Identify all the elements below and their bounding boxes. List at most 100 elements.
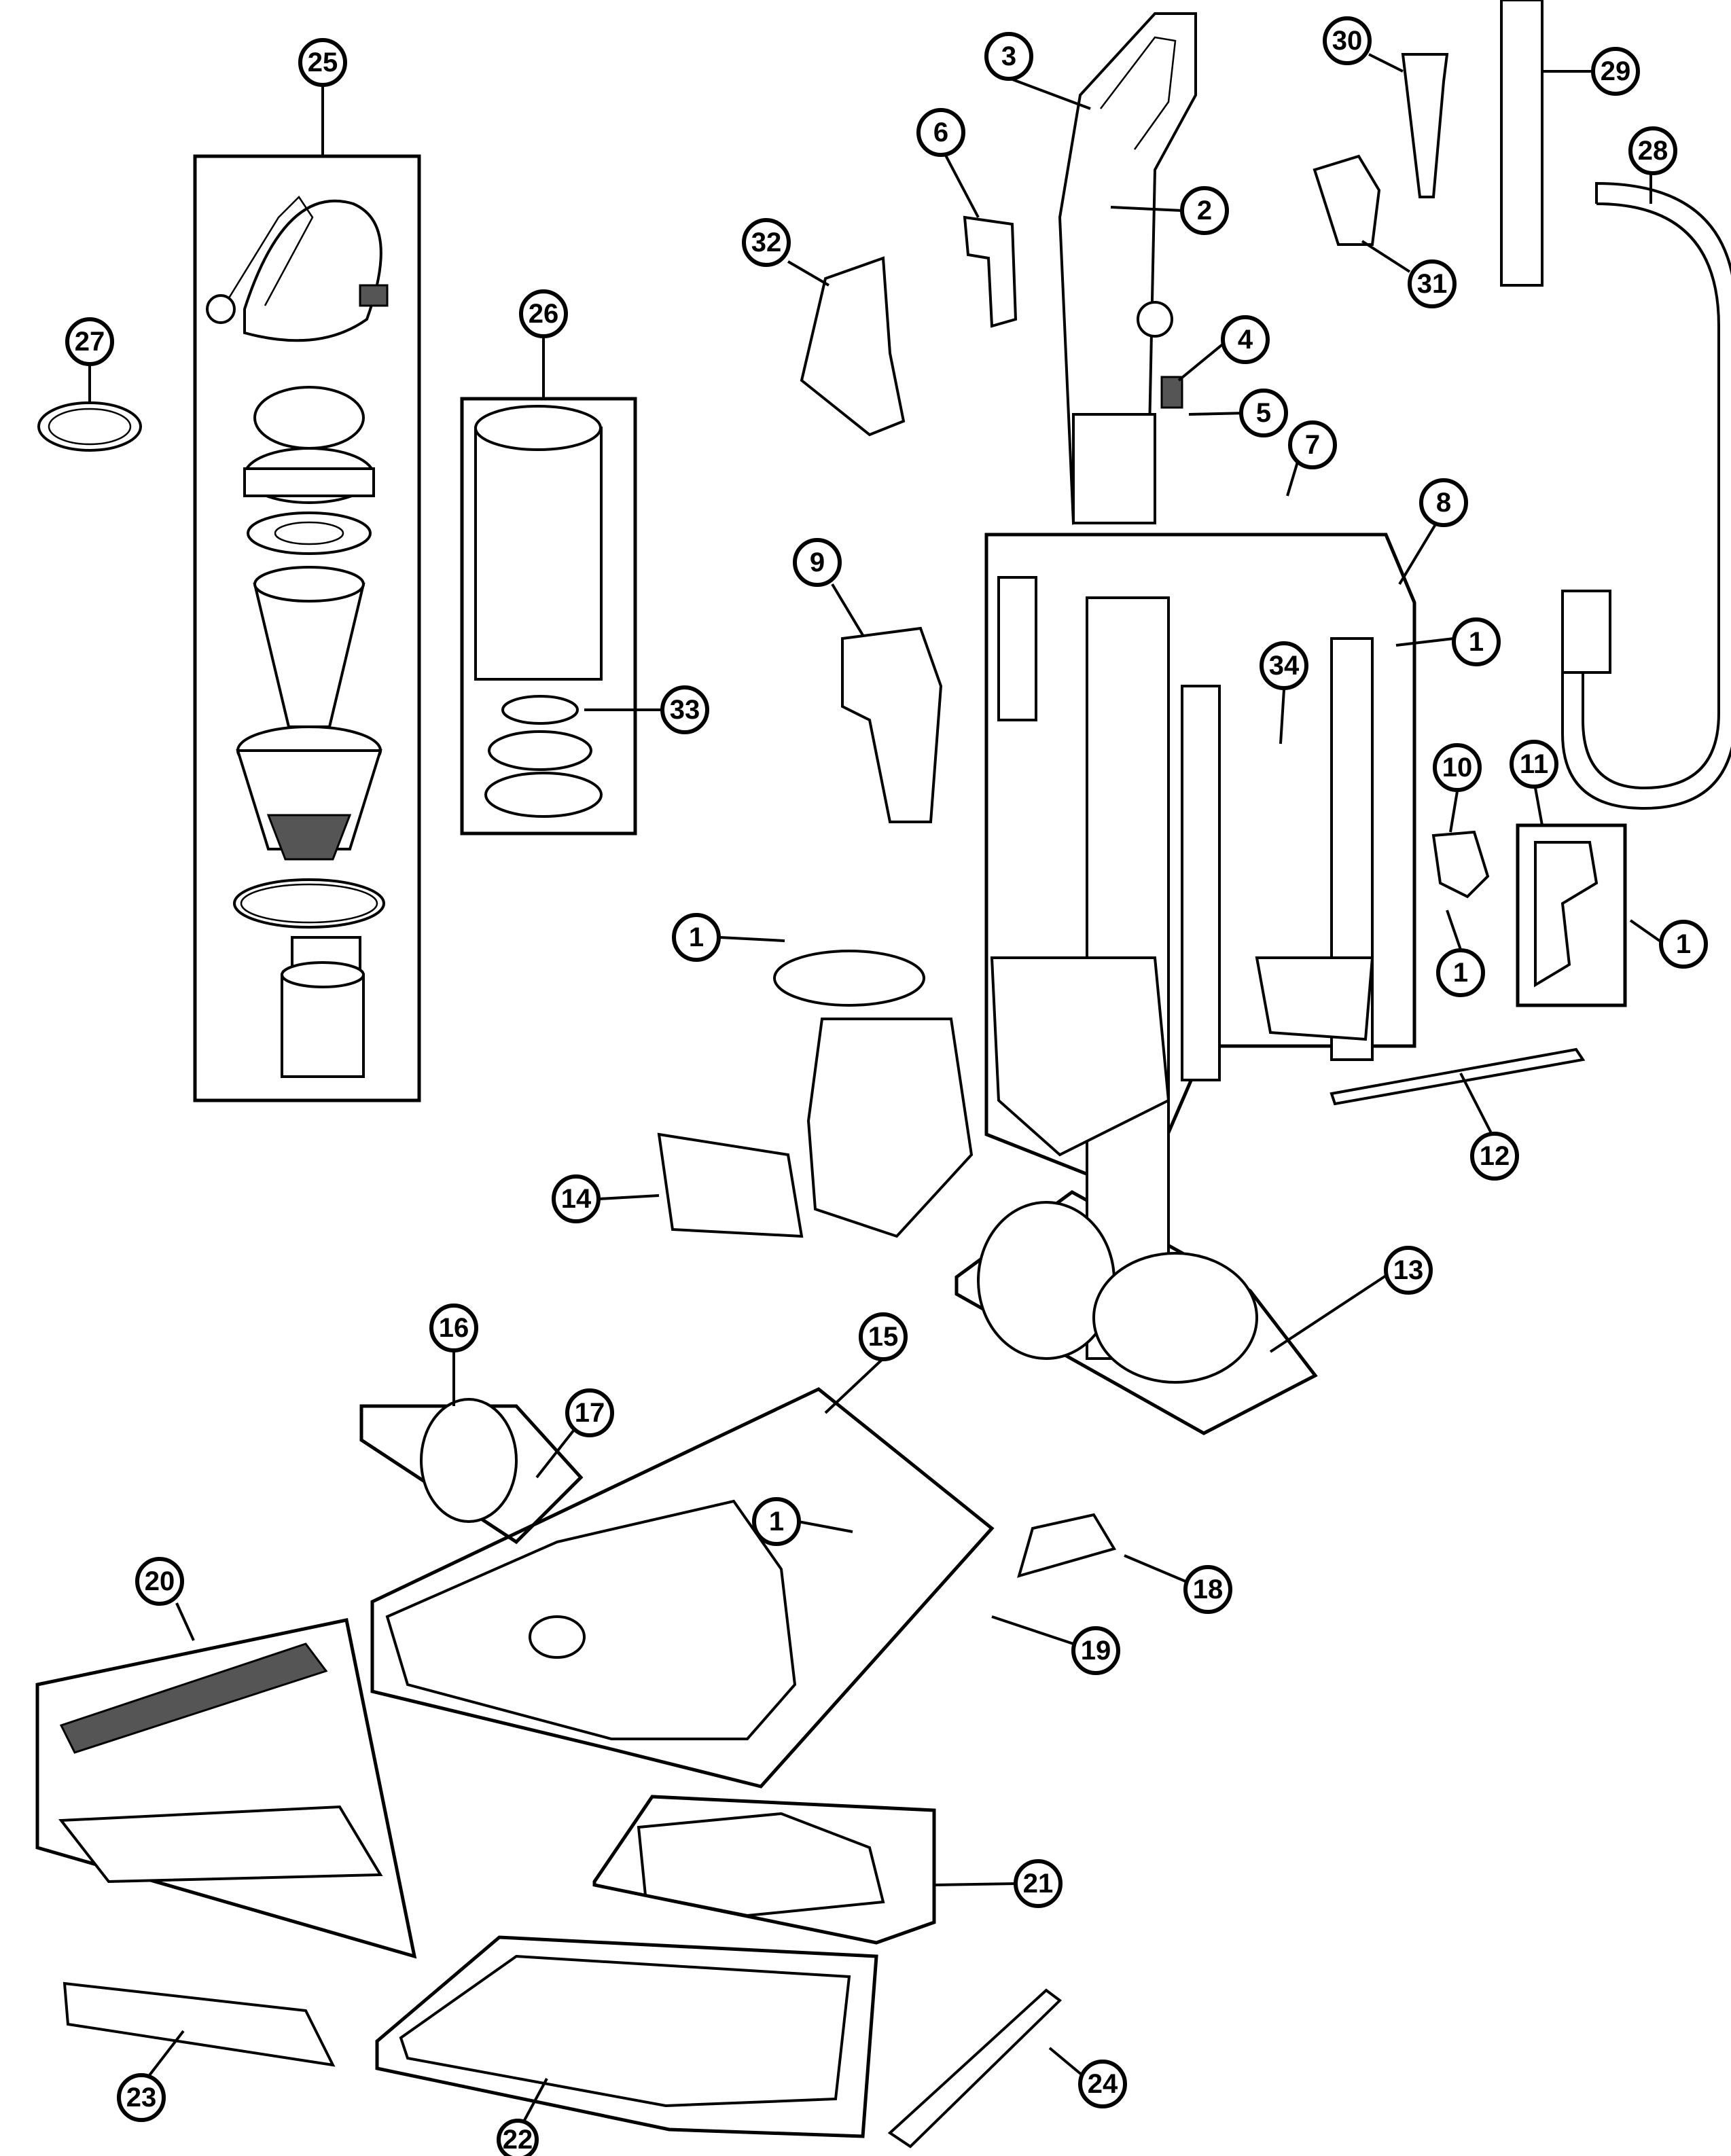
callout-2: 2: [1180, 186, 1229, 235]
svg-text:5: 5: [1256, 398, 1271, 428]
actuator-rod-part: [1330, 1047, 1586, 1106]
group-frames: [35, 154, 1627, 2138]
callout-17: 17: [565, 1388, 614, 1437]
agitator-part: [63, 1981, 336, 2067]
frame-body-assembly: [984, 533, 1416, 1198]
callout-8: 8: [1419, 478, 1468, 527]
svg-text:21: 21: [1023, 1869, 1054, 1899]
svg-text:11: 11: [1520, 749, 1548, 779]
svg-text:1: 1: [1453, 958, 1468, 988]
motor-housing-part: [806, 1018, 974, 1238]
svg-text:1: 1: [769, 1507, 784, 1537]
brushroll-part: [59, 1642, 328, 1754]
svg-text:7: 7: [1305, 430, 1320, 460]
leader-lines: [88, 53, 1666, 2123]
callout-5: 5: [1239, 389, 1288, 437]
bottom-plate-part: [399, 1954, 851, 2108]
frame-bottom-plate: [375, 1935, 878, 2138]
svg-text:34: 34: [1269, 651, 1300, 681]
svg-text:27: 27: [75, 327, 105, 357]
callout-29: 29: [1591, 47, 1640, 96]
svg-text:14: 14: [561, 1184, 592, 1214]
callout-1-bracket: 1: [1436, 948, 1485, 997]
callout-26: 26: [519, 289, 568, 338]
callout-24: 24: [1078, 2060, 1127, 2108]
bracket-part: [1431, 830, 1490, 899]
callout-9: 9: [793, 538, 842, 587]
svg-text:29: 29: [1601, 56, 1631, 86]
fan-guard-part: [773, 950, 925, 1007]
callout-25: 25: [298, 38, 347, 87]
svg-text:33: 33: [670, 695, 700, 725]
rear-wheel-part: [420, 1398, 518, 1523]
callout-21: 21: [1014, 1859, 1063, 1908]
svg-text:8: 8: [1436, 488, 1451, 518]
motor-belt-ring-part: [977, 1201, 1116, 1360]
callout-13: 13: [1384, 1246, 1433, 1295]
svg-text:4: 4: [1238, 325, 1253, 355]
handle-release-part: [841, 626, 943, 823]
svg-text:19: 19: [1081, 1636, 1111, 1666]
callout-12: 12: [1470, 1132, 1519, 1181]
callout-11: 11: [1510, 740, 1558, 789]
callout-4: 4: [1221, 315, 1270, 364]
svg-text:9: 9: [810, 547, 825, 577]
svg-text:25: 25: [308, 48, 338, 77]
svg-text:1: 1: [689, 922, 704, 952]
hose-fitting-part: [1534, 841, 1599, 988]
callout-10: 10: [1433, 743, 1482, 792]
callout-3: 3: [984, 32, 1033, 81]
svg-text:13: 13: [1393, 1255, 1424, 1285]
frame-hose-fitting: [1516, 823, 1627, 1007]
svg-text:28: 28: [1638, 136, 1668, 166]
callout-1-fan: 1: [672, 913, 721, 962]
nozzle-part: [637, 1812, 885, 1918]
callout-30: 30: [1323, 16, 1372, 65]
svg-text:22: 22: [503, 2125, 533, 2155]
callout-1-top: 1: [1452, 617, 1501, 666]
extension-wand-part: [1500, 0, 1543, 287]
svg-text:15: 15: [868, 1322, 899, 1352]
callout-18: 18: [1183, 1565, 1232, 1614]
svg-text:16: 16: [439, 1313, 469, 1343]
callout-32: 32: [742, 218, 791, 267]
dusting-brush-part: [1313, 154, 1381, 246]
callout-31: 31: [1408, 259, 1457, 308]
filter-disc-part: [37, 401, 142, 452]
frame-filter-assembly: [460, 397, 637, 836]
handle-parts: [1058, 12, 1197, 525]
part-drawings: [37, 0, 1731, 2149]
svg-text:26: 26: [529, 299, 559, 329]
frame-brushroll-assembly: [35, 1618, 417, 1959]
svg-text:30: 30: [1332, 26, 1363, 56]
exhaust-filter-part: [657, 1132, 804, 1238]
svg-text:24: 24: [1088, 2069, 1118, 2099]
callout-14: 14: [552, 1174, 601, 1223]
frame-motor-assembly: [954, 1190, 1318, 1435]
callout-1-fitting: 1: [1659, 920, 1708, 969]
svg-text:20: 20: [145, 1566, 175, 1596]
base-part: [385, 1499, 797, 1740]
svg-text:18: 18: [1193, 1575, 1224, 1604]
callout-16: 16: [429, 1304, 478, 1352]
svg-text:3: 3: [1001, 41, 1016, 71]
brush-strip-part: [1017, 1513, 1117, 1578]
callout-19: 19: [1071, 1626, 1120, 1675]
callout-28: 28: [1628, 126, 1677, 175]
frame-dust-cup-assembly: [193, 154, 421, 1102]
svg-text:6: 6: [933, 118, 948, 147]
svg-text:1: 1: [1469, 627, 1484, 657]
svg-text:12: 12: [1480, 1141, 1510, 1171]
svg-text:32: 32: [751, 228, 782, 257]
svg-text:31: 31: [1417, 269, 1448, 299]
hose-part: [1561, 181, 1731, 810]
callout-27: 27: [65, 317, 114, 366]
svg-text:2: 2: [1197, 196, 1212, 226]
turbo-tool-part: [800, 256, 906, 437]
svg-text:10: 10: [1442, 753, 1473, 783]
callout-7: 7: [1288, 420, 1337, 469]
svg-text:23: 23: [126, 2083, 157, 2113]
callout-15: 15: [859, 1312, 908, 1361]
motor-part: [1092, 1252, 1258, 1384]
